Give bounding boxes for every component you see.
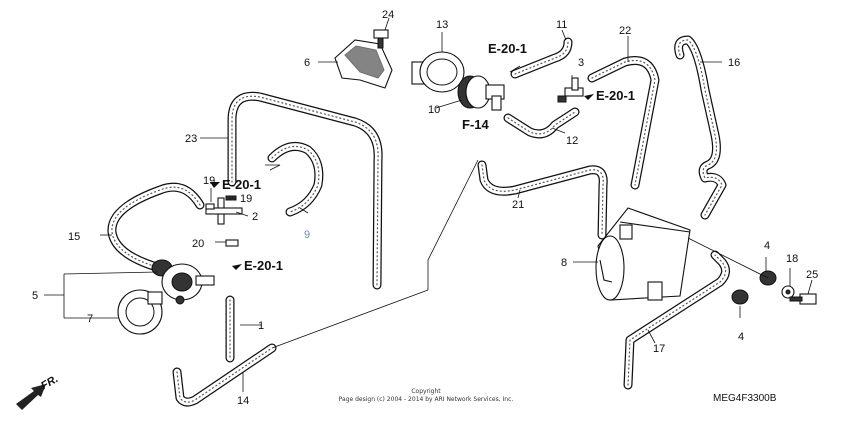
bolt-24 xyxy=(373,29,389,49)
hose-23 xyxy=(227,91,383,290)
ref-f14: F-14 xyxy=(462,117,490,132)
hose-11 xyxy=(510,37,573,79)
callout-20: 20 xyxy=(192,238,204,250)
callout-17: 17 xyxy=(653,343,665,355)
hose-22 xyxy=(587,56,660,190)
valve-10 xyxy=(457,75,505,111)
hose-21 xyxy=(477,160,608,240)
clamp-7 xyxy=(117,289,163,335)
callout-24: 24 xyxy=(382,9,394,21)
hose-9 xyxy=(267,141,324,217)
clamp-13 xyxy=(411,51,465,93)
callout-4-lower: 4 xyxy=(738,331,744,343)
hose-17 xyxy=(623,250,730,390)
hose-12 xyxy=(503,107,580,139)
copyright-line-1: Copyright xyxy=(411,388,441,395)
hose-15 xyxy=(107,182,205,273)
arrow-icon xyxy=(232,264,242,270)
clip-19-a xyxy=(205,203,215,210)
grommet-4-b xyxy=(731,289,749,305)
canister-8 xyxy=(595,207,691,301)
diagram-code: MEG4F3300B xyxy=(713,393,777,404)
valve-5 xyxy=(151,259,215,305)
fr-arrow-icon xyxy=(16,384,46,410)
callout-2: 2 xyxy=(252,211,258,223)
arrow-icon xyxy=(210,182,220,188)
ref-e20-1-bottom: E-20-1 xyxy=(244,258,283,273)
front-direction-arrow: FR. xyxy=(16,373,60,410)
callout-22: 22 xyxy=(619,25,631,37)
callout-13: 13 xyxy=(436,19,448,31)
hose-14 xyxy=(172,343,277,407)
arrow-icon xyxy=(584,94,594,100)
ref-e20-1-right: E-20-1 xyxy=(596,88,635,103)
callout-9: 9 xyxy=(304,229,310,241)
joint-2 xyxy=(205,197,243,225)
ref-e20-1-left: E-20-1 xyxy=(222,177,261,192)
callout-8: 8 xyxy=(561,257,567,269)
callout-1: 1 xyxy=(258,320,264,332)
callout-4-upper: 4 xyxy=(764,240,770,252)
callout-23: 23 xyxy=(185,133,197,145)
callout-16: 16 xyxy=(728,57,740,69)
callout-5: 5 xyxy=(32,290,38,302)
collar-18 xyxy=(781,285,795,299)
hose-16 xyxy=(674,35,727,220)
ref-e20-1-top: E-20-1 xyxy=(488,41,527,56)
callout-12: 12 xyxy=(566,135,578,147)
callout-21: 21 xyxy=(512,199,524,211)
direction-label: FR. xyxy=(39,373,60,392)
callout-3: 3 xyxy=(578,57,584,69)
callout-19-b: 19 xyxy=(240,193,252,205)
callout-10: 10 xyxy=(428,104,440,116)
joint-3 xyxy=(557,77,584,103)
bolt-25 xyxy=(789,293,817,305)
callout-11: 11 xyxy=(556,19,567,31)
clip-20 xyxy=(225,239,239,247)
bracket-6 xyxy=(334,39,393,89)
callout-6: 6 xyxy=(304,57,310,69)
callout-25: 25 xyxy=(806,269,818,281)
callout-18: 18 xyxy=(786,253,798,265)
callout-14: 14 xyxy=(237,395,249,407)
copyright-line-2: Page design (c) 2004 - 2014 by ARI Netwo… xyxy=(339,396,514,403)
callout-15: 15 xyxy=(68,231,80,243)
callout-7: 7 xyxy=(87,313,93,325)
